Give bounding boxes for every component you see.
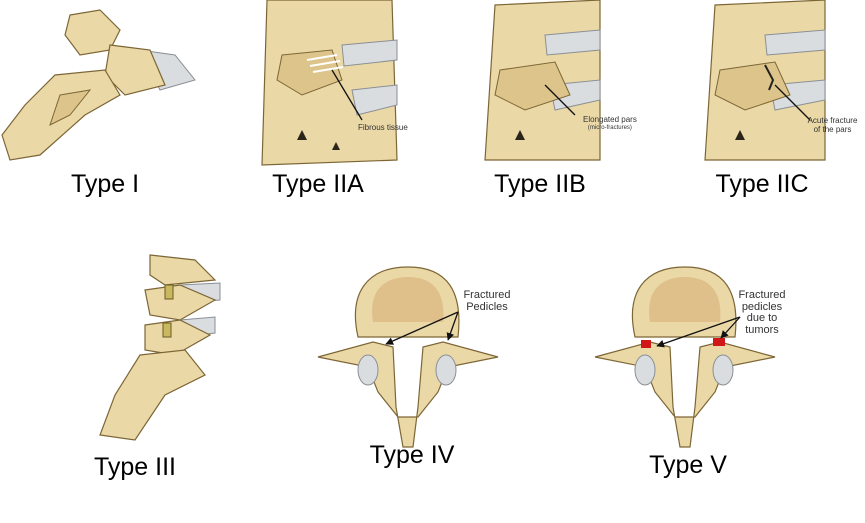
caption-type-iia: Type IIA xyxy=(272,170,364,198)
annotation-fractured-pedicles: Fractured Pedicles xyxy=(463,289,511,313)
pars-fibrous-tissue-illustration xyxy=(261,0,398,166)
acute-pars-fracture-illustration xyxy=(704,0,826,161)
tumor-mark-left xyxy=(641,340,651,348)
caption-type-iv: Type IV xyxy=(369,441,455,469)
annotation-elongated-pars: Elongated pars (micro-fractures) xyxy=(583,115,637,131)
lumbosacral-spine-illustration xyxy=(1,9,196,161)
annotation-fibrous-tissue: Fibrous tissue xyxy=(358,123,408,132)
caption-type-iii: Type III xyxy=(94,453,176,481)
caption-type-i: Type I xyxy=(70,170,140,198)
degenerative-spondylolisthesis-illustration xyxy=(99,254,221,441)
tumor-mark-right xyxy=(713,338,725,346)
caption-type-iic: Type IIC xyxy=(715,170,809,198)
vertebra-axial-tumor-pedicles-illustration xyxy=(594,266,776,448)
annotation-elongated-pars-label: Elongated pars xyxy=(583,115,637,124)
caption-type-v: Type V xyxy=(649,451,727,479)
annotation-acute-fracture: Acute fracture of the pars xyxy=(807,116,858,134)
vertebra-axial-fractured-pedicles-illustration xyxy=(317,266,499,448)
annotation-micro-fractures: (micro-fractures) xyxy=(587,124,632,131)
caption-type-iib: Type IIB xyxy=(494,170,586,198)
annotation-fractured-pedicles-tumors: Fractured pedicles due to tumors xyxy=(738,289,786,336)
elongated-pars-illustration xyxy=(484,0,601,161)
